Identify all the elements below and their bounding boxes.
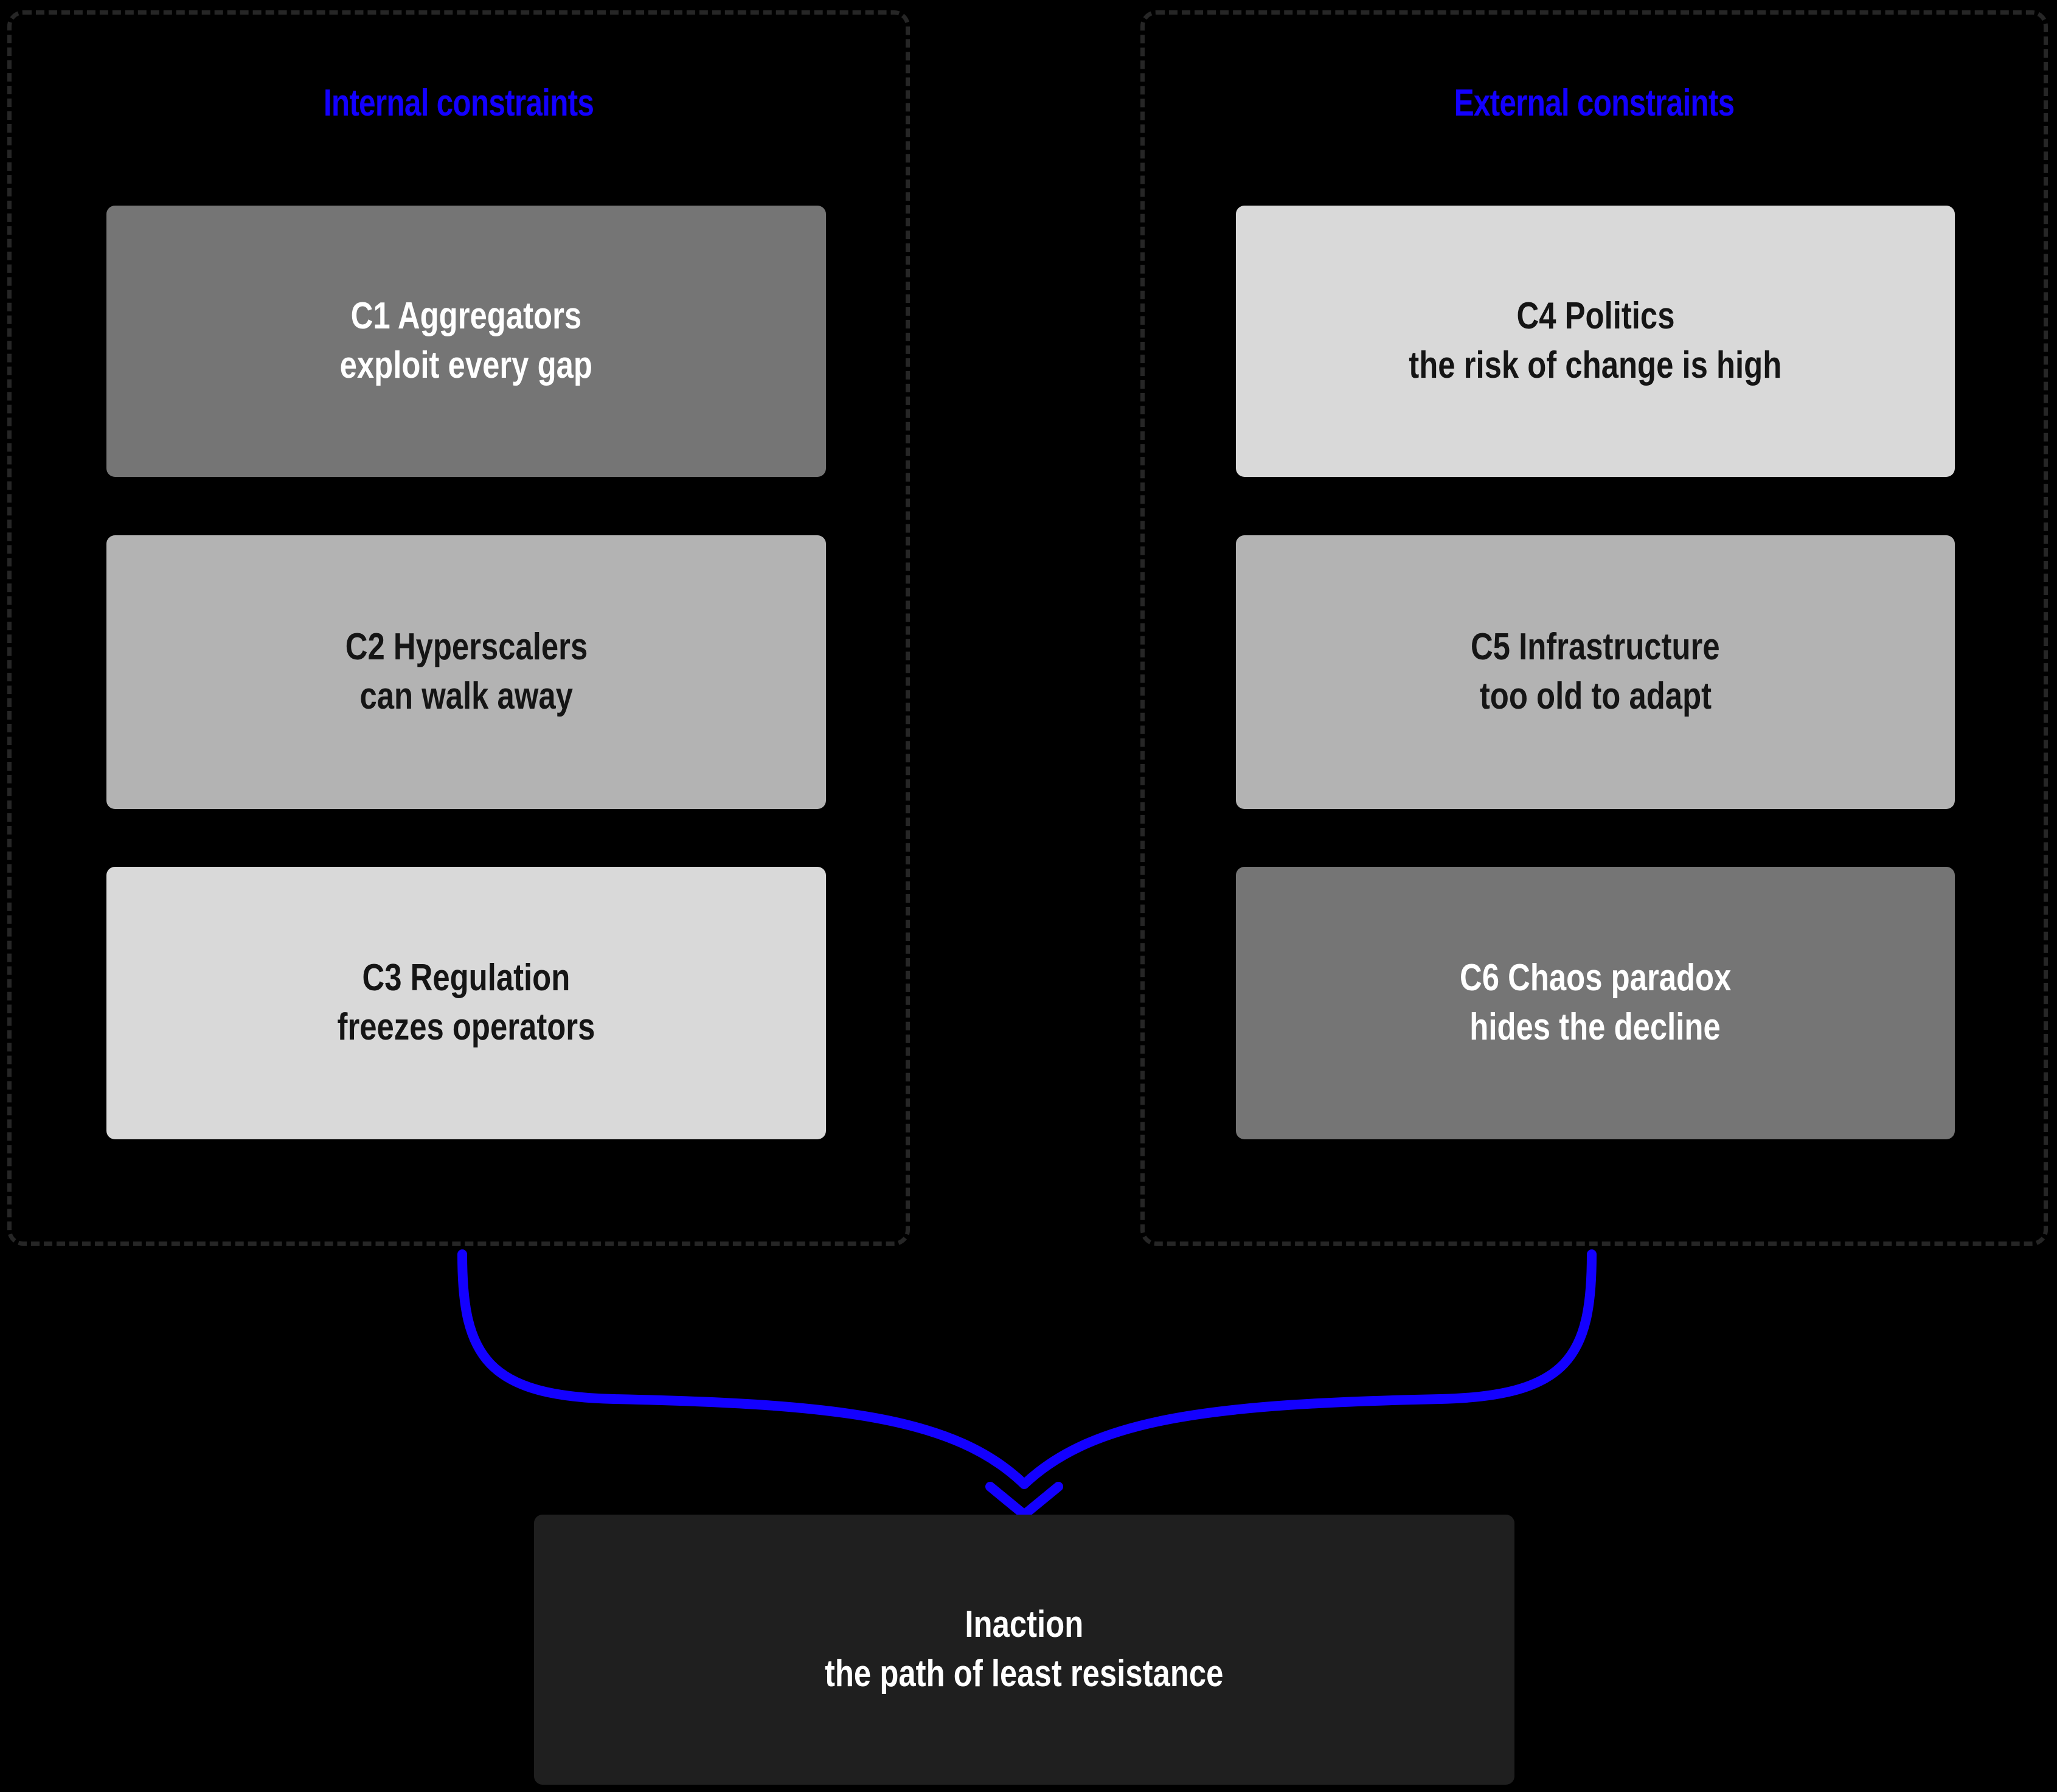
card-c6-heading: C6 Chaos paradox [1459, 957, 1732, 999]
constraint-card-c4[interactable]: C4 Politics the risk of change is high [1236, 206, 1955, 477]
card-c1-detail: exploit every gap [339, 344, 593, 386]
constraint-card-c3[interactable]: C3 Regulation freezes operators [106, 867, 826, 1139]
card-c1-heading: C1 Aggregators [350, 295, 582, 338]
outcome-heading: Inaction [965, 1603, 1084, 1646]
outcome-detail: the path of least resistance [825, 1653, 1224, 1695]
group-external-constraints: External constraints [1140, 10, 2048, 1246]
card-c4-detail: the risk of change is high [1409, 344, 1782, 386]
card-c4-heading: C4 Politics [1516, 295, 1674, 338]
group-external-title: External constraints [1454, 82, 1735, 124]
card-c2-heading: C2 Hyperscalers [345, 626, 588, 669]
constraint-card-c6[interactable]: C6 Chaos paradox hides the decline [1236, 867, 1955, 1139]
card-c5-heading: C5 Infrastructure [1471, 626, 1720, 669]
constraint-card-c1[interactable]: C1 Aggregators exploit every gap [106, 206, 826, 477]
card-c3-heading: C3 Regulation [362, 957, 571, 999]
group-internal-title: Internal constraints [323, 82, 594, 124]
card-c3-detail: freezes operators [337, 1006, 595, 1048]
arrow-path-internal [457, 1249, 1029, 1489]
card-c2-detail: can walk away [359, 675, 573, 717]
arrowhead-icon [985, 1482, 1063, 1519]
constraint-card-c5[interactable]: C5 Infrastructure too old to adapt [1236, 535, 1955, 809]
constraint-card-c2[interactable]: C2 Hyperscalers can walk away [106, 535, 826, 809]
arrow-path-external [1019, 1249, 1597, 1489]
group-internal-constraints: Internal constraints [7, 10, 910, 1246]
card-c6-detail: hides the decline [1469, 1006, 1721, 1048]
outcome-card-inaction[interactable]: Inaction the path of least resistance [534, 1515, 1514, 1785]
card-c5-detail: too old to adapt [1479, 675, 1712, 717]
